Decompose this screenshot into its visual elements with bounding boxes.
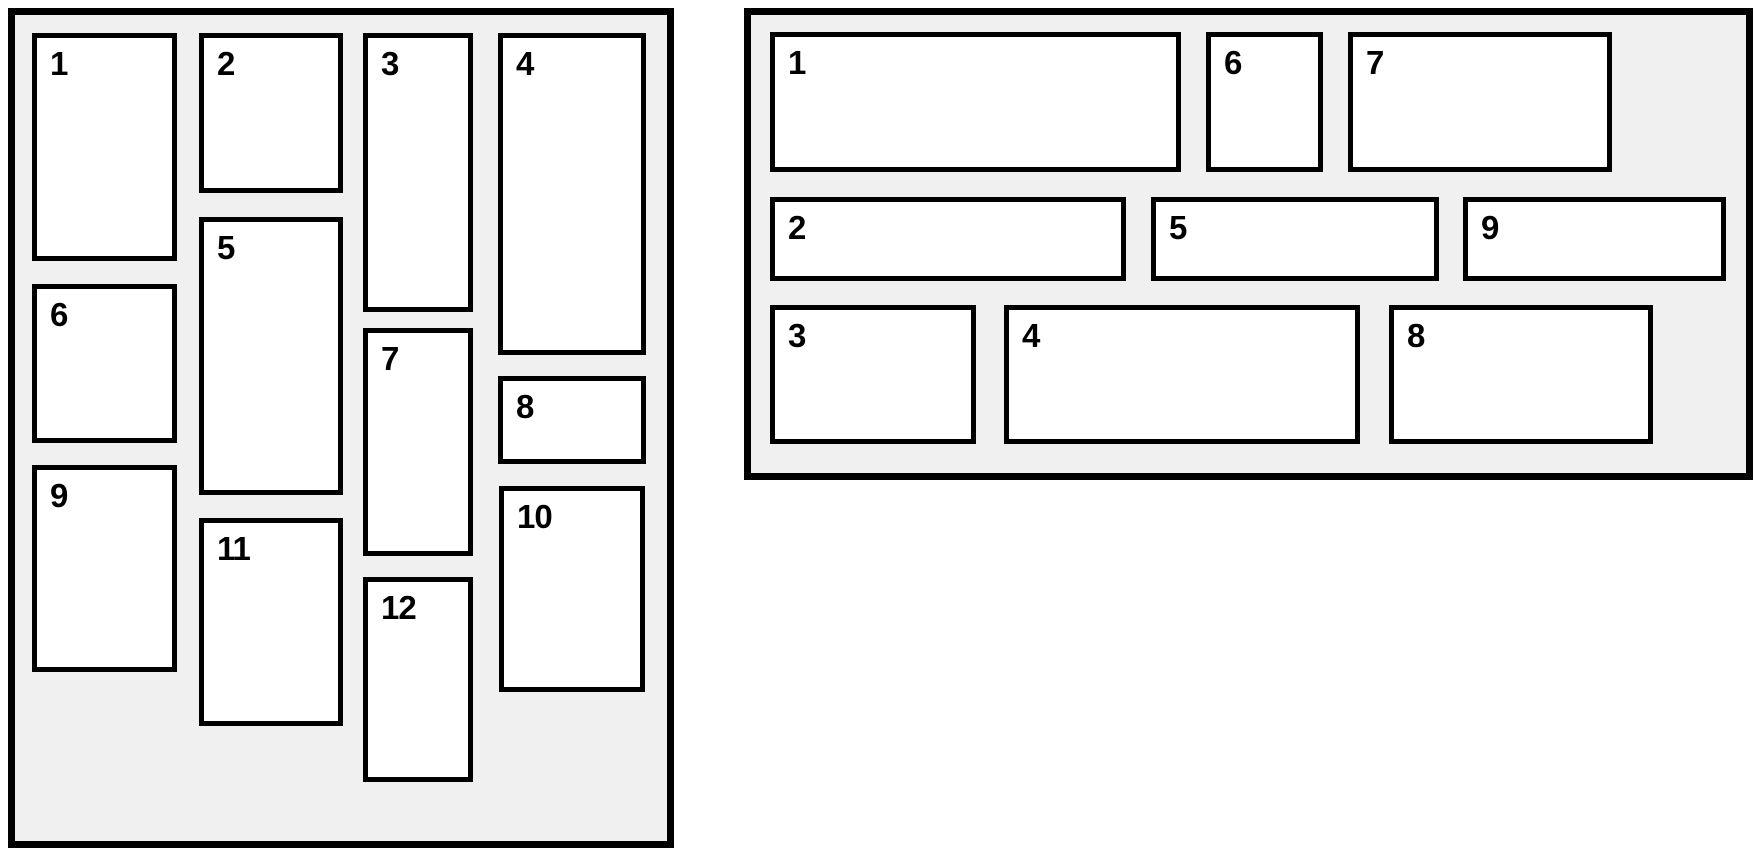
box-number-label: 8 <box>516 388 534 425</box>
box-number-label: 1 <box>788 44 806 81</box>
box-number-label: 9 <box>1481 209 1499 246</box>
numbered-box: 5 <box>1151 197 1439 281</box>
numbered-box: 9 <box>32 465 177 672</box>
numbered-box: 1 <box>32 33 177 261</box>
box-number-label: 2 <box>217 45 235 82</box>
box-number-label: 3 <box>381 45 399 82</box>
numbered-box: 10 <box>499 486 645 692</box>
box-number-label: 7 <box>381 340 399 377</box>
box-number-label: 11 <box>217 530 251 567</box>
box-number-label: 8 <box>1407 317 1425 354</box>
numbered-box: 7 <box>363 328 473 556</box>
numbered-box: 7 <box>1348 32 1612 172</box>
numbered-box: 8 <box>1389 305 1653 444</box>
numbered-box: 3 <box>363 33 473 312</box>
numbered-box: 8 <box>498 376 646 464</box>
box-number-label: 1 <box>50 45 68 82</box>
box-number-label: 4 <box>1022 317 1040 354</box>
box-number-label: 12 <box>381 589 417 626</box>
numbered-box: 6 <box>32 284 177 443</box>
numbered-box: 2 <box>199 33 343 193</box>
numbered-box: 3 <box>770 305 976 444</box>
numbered-box: 4 <box>498 33 646 355</box>
box-number-label: 2 <box>788 209 806 246</box>
box-number-label: 4 <box>516 45 534 82</box>
box-number-label: 5 <box>1169 209 1187 246</box>
box-number-label: 3 <box>788 317 806 354</box>
box-number-label: 6 <box>1224 44 1242 81</box>
numbered-box: 5 <box>199 217 343 495</box>
box-number-label: 10 <box>517 498 553 535</box>
numbered-box: 12 <box>363 577 473 782</box>
numbered-box: 9 <box>1463 197 1726 281</box>
box-number-label: 5 <box>217 229 235 266</box>
numbered-box: 4 <box>1004 305 1360 444</box>
numbered-box: 11 <box>199 518 343 726</box>
box-number-label: 7 <box>1366 44 1384 81</box>
box-number-label: 6 <box>50 296 68 333</box>
numbered-box: 2 <box>770 197 1126 281</box>
numbered-box: 6 <box>1206 32 1323 172</box>
row-grid-panel: 1 2 3 4 5 6 7 8 9 <box>744 8 1753 480</box>
numbered-box: 1 <box>770 32 1181 172</box>
box-number-label: 9 <box>50 477 68 514</box>
